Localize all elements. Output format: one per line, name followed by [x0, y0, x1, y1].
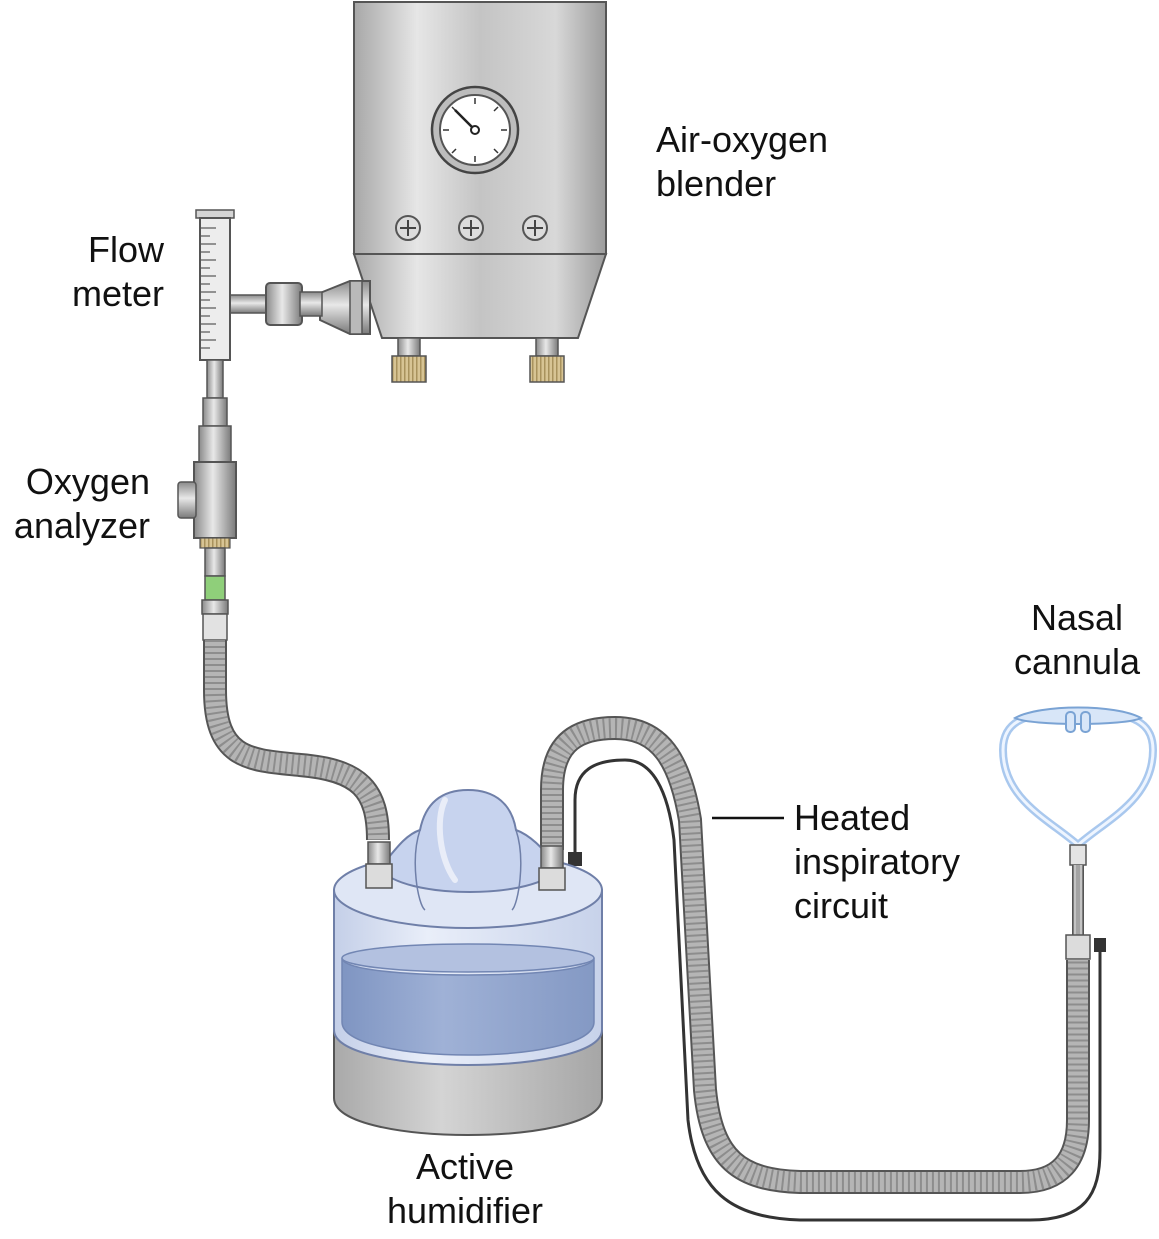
label-oxygen-analyzer: Oxygen analyzer: [0, 460, 150, 548]
label-line: Heated: [794, 797, 911, 838]
air-oxygen-blender: [319, 1, 608, 383]
label-line: Nasal: [1030, 597, 1124, 638]
gas-inlet-fitting-icon: [529, 337, 565, 383]
label-line: meter: [71, 273, 164, 314]
supply-tubing: [203, 640, 390, 841]
heated-inspiratory-circuit: [540, 715, 1106, 1222]
label-line: Flow: [87, 229, 164, 270]
label-line: cannula: [1013, 641, 1141, 682]
label-line: blender: [656, 163, 777, 204]
active-humidifier: [333, 788, 603, 1137]
flow-meter: [195, 209, 323, 427]
oxygen-analyzer: [177, 425, 237, 641]
label-line: Air-oxygen: [656, 119, 829, 160]
label-line: Oxygen: [25, 461, 150, 502]
pressure-gauge-icon: [430, 85, 520, 175]
nasal-cannula: [998, 706, 1158, 960]
blender-knob-icon[interactable]: [395, 215, 421, 241]
label-line: humidifier: [386, 1190, 544, 1231]
label-flow-meter: Flow meter: [40, 228, 164, 316]
label-nasal-cannula: Nasal cannula: [996, 596, 1158, 684]
blender-knob-icon[interactable]: [522, 215, 548, 241]
label-line: analyzer: [13, 505, 150, 546]
label-heated-inspiratory-circuit: Heated inspiratory circuit: [794, 796, 960, 928]
heater-wire: [573, 758, 1102, 1222]
label-line: Active: [415, 1146, 515, 1187]
label-line: circuit: [794, 885, 889, 926]
blender-knob-icon[interactable]: [458, 215, 484, 241]
label-line: inspiratory: [794, 841, 961, 882]
flow-scale-ticks: [200, 227, 216, 349]
gas-inlet-fitting-icon: [391, 337, 427, 383]
label-air-oxygen-blender: Air-oxygen blender: [656, 118, 828, 206]
label-active-humidifier: Active humidifier: [360, 1145, 570, 1233]
